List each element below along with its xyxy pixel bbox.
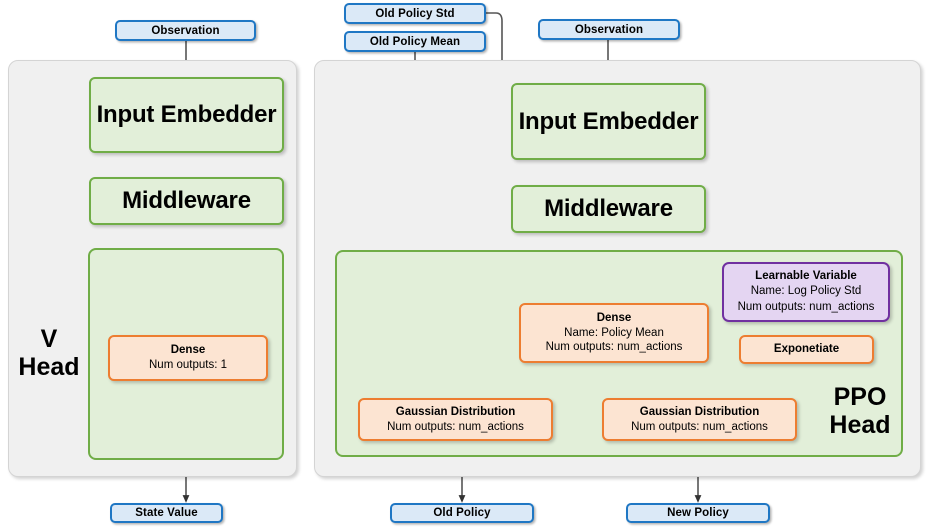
ppo-head-caption-line2: Head xyxy=(829,411,891,439)
ppo-input-embedder[interactable]: Input Embedder xyxy=(511,83,706,160)
ppo-gaussian-old-title: Gaussian Distribution xyxy=(395,405,516,418)
ppo-exponetiate-label: Exponetiate xyxy=(773,343,840,356)
v-head-input-embedder[interactable]: Input Embedder xyxy=(89,77,284,153)
ppo-gaussian-distribution-old[interactable]: Gaussian Distribution Num outputs: num_a… xyxy=(358,398,553,441)
ppo-dense-num-outputs: Num outputs: num_actions xyxy=(545,341,683,354)
v-head-input-embedder-label: Input Embedder xyxy=(96,101,277,128)
ppo-middleware-label: Middleware xyxy=(544,195,673,222)
ppo-gaussian-old-num-outputs: Num outputs: num_actions xyxy=(387,420,524,433)
ppo-old-policy-output-label: Old Policy xyxy=(433,507,491,519)
ppo-old-policy-std-label: Old Policy Std xyxy=(375,7,455,20)
ppo-middleware[interactable]: Middleware xyxy=(511,185,706,233)
ppo-head-caption-line1: PPO xyxy=(833,383,887,411)
v-head-state-value-output[interactable]: State Value xyxy=(110,503,223,523)
ppo-observation-label: Observation xyxy=(574,23,644,36)
ppo-learnable-variable[interactable]: Learnable Variable Name: Log Policy Std … xyxy=(722,262,890,322)
v-head-observation-input[interactable]: Observation xyxy=(115,20,256,41)
ppo-new-policy-output-label: New Policy xyxy=(667,507,729,519)
ppo-old-policy-mean-label: Old Policy Mean xyxy=(369,35,461,48)
edge-old-policy-std-to-gaussian-old xyxy=(486,12,506,397)
v-head-caption-line2: Head xyxy=(18,353,80,381)
ppo-input-embedder-label: Input Embedder xyxy=(518,107,699,135)
ppo-dense-title: Dense xyxy=(596,311,632,324)
v-head-dense-num-outputs: Num outputs: 1 xyxy=(149,359,227,371)
ppo-gaussian-new-title: Gaussian Distribution xyxy=(639,405,760,418)
ppo-learnable-variable-title: Learnable Variable xyxy=(755,270,857,283)
ppo-dense-policy-mean[interactable]: Dense Name: Policy Mean Num outputs: num… xyxy=(519,303,709,363)
v-head-state-value-label: State Value xyxy=(135,507,198,519)
ppo-exponetiate[interactable]: Exponetiate xyxy=(739,335,874,364)
ppo-gaussian-new-num-outputs: Num outputs: num_actions xyxy=(631,420,768,433)
ppo-head-caption: PPO Head xyxy=(810,383,910,439)
ppo-dense-name: Name: Policy Mean xyxy=(564,326,664,339)
v-head-observation-label: Observation xyxy=(151,24,220,37)
v-head-middleware[interactable]: Middleware xyxy=(89,177,284,225)
v-head-caption-line1: V xyxy=(40,325,58,353)
v-head-dense[interactable]: Dense Num outputs: 1 xyxy=(108,335,268,381)
ppo-gaussian-distribution-new[interactable]: Gaussian Distribution Num outputs: num_a… xyxy=(602,398,797,441)
ppo-learnable-variable-name: Name: Log Policy Std xyxy=(750,285,862,298)
v-head-middleware-label: Middleware xyxy=(122,187,251,214)
v-head-caption: V Head xyxy=(14,325,84,381)
ppo-new-policy-output[interactable]: New Policy xyxy=(626,503,770,523)
ppo-learnable-variable-num-outputs: Num outputs: num_actions xyxy=(737,300,875,313)
ppo-old-policy-mean-input[interactable]: Old Policy Mean xyxy=(344,31,486,52)
v-head-dense-title: Dense xyxy=(170,344,206,357)
ppo-old-policy-output[interactable]: Old Policy xyxy=(390,503,534,523)
ppo-observation-input[interactable]: Observation xyxy=(538,19,680,40)
ppo-old-policy-std-input[interactable]: Old Policy Std xyxy=(344,3,486,24)
